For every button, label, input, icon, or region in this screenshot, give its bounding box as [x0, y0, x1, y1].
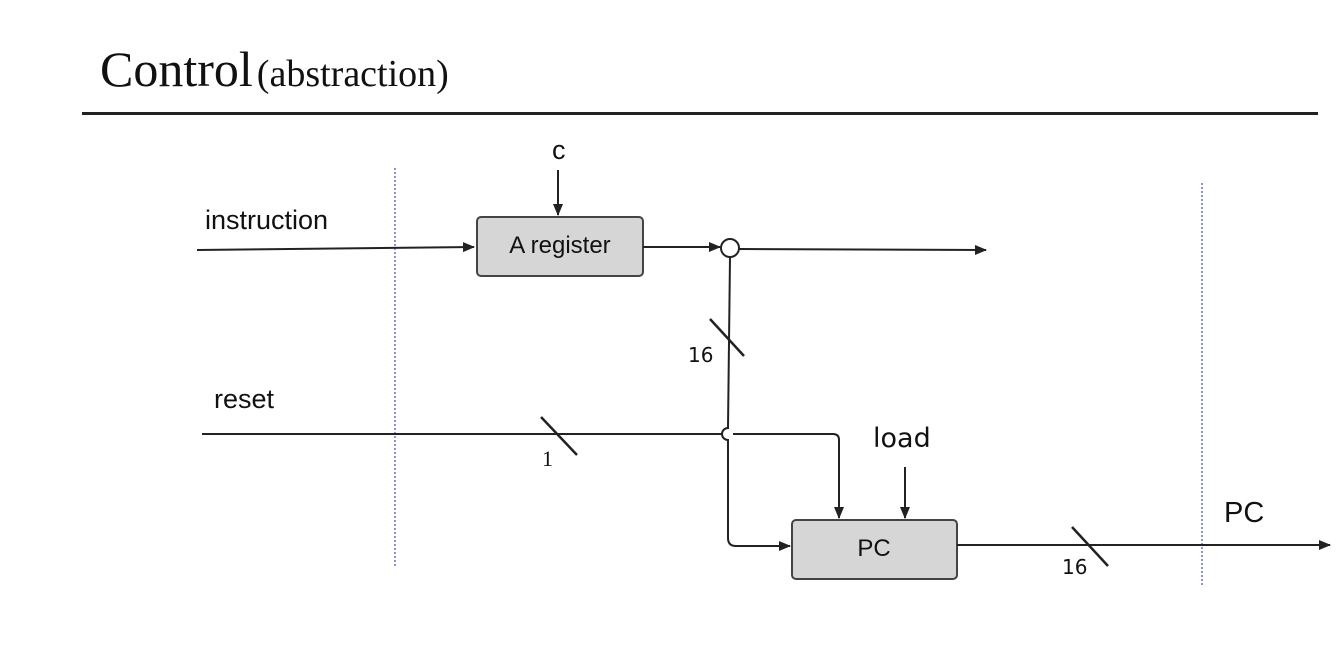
junction-node	[720, 238, 740, 258]
c-label: c	[552, 135, 566, 165]
reset-bus-slash	[540, 416, 578, 456]
load-label: load	[873, 423, 931, 454]
pc-output-label: PC	[1224, 497, 1264, 529]
reset-wire	[202, 433, 839, 518]
a-to-pc-width-label: 16	[688, 343, 713, 367]
title-divider	[82, 112, 1318, 115]
reset-label: reset	[214, 384, 275, 414]
pc-output-width-label: 16	[1062, 555, 1087, 579]
pc-block	[791, 519, 958, 580]
pc-output-bus-slash	[1071, 526, 1109, 567]
a-register-forward-wire	[738, 244, 987, 255]
a-to-pc-bus-slash	[709, 318, 745, 357]
instruction-label: instruction	[205, 205, 328, 235]
title-main: Control	[100, 41, 253, 97]
instruction-wire	[196, 242, 475, 253]
a-register-label: A register	[509, 232, 610, 259]
reset-width-label: 1	[542, 446, 553, 471]
a-to-pc-wire	[721, 256, 791, 551]
title-sub: (abstraction)	[256, 53, 449, 95]
pc-block-label: PC	[857, 535, 890, 562]
slide-title: Control (abstraction)	[100, 40, 449, 98]
